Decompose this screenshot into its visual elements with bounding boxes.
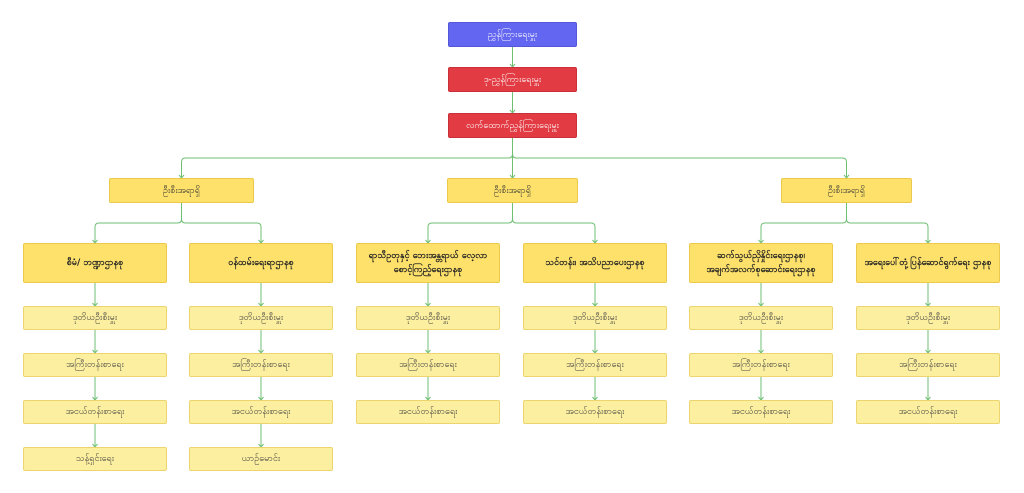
node-role[interactable]: အငယ်တန်းစာရေး: [189, 400, 333, 424]
node-role[interactable]: အငယ်တန်းစာရေး: [689, 400, 833, 424]
node-role[interactable]: ဒုတိယဦးစီးမှူး: [689, 306, 833, 330]
node-officer-1[interactable]: ဦးစီးအရာရှိ: [109, 178, 254, 203]
connector-line: [181, 138, 513, 178]
node-assistant-director[interactable]: လက်ထောက်ညွှန်ကြားရေးမှူး: [448, 113, 577, 138]
node-role[interactable]: အကြီးတန်းစာရေး: [856, 353, 1000, 377]
connector-line: [512, 203, 596, 243]
node-role[interactable]: အကြီးတန်းစာရေး: [689, 353, 833, 377]
node-officer-3[interactable]: ဦးစီးအရာရှိ: [781, 178, 912, 203]
node-role[interactable]: အကြီးတန်းစာရေး: [23, 353, 167, 377]
connector-line: [94, 203, 182, 243]
node-role[interactable]: အငယ်တန်းစာရေး: [856, 400, 1000, 424]
node-director[interactable]: ညွှန်ကြားရေးမှူး: [448, 22, 577, 47]
node-role[interactable]: အငယ်တန်းစာရေး: [23, 400, 167, 424]
node-role[interactable]: အငယ်တန်းစာရေး: [356, 400, 500, 424]
node-role[interactable]: သန့်ရှင်းရေး: [23, 447, 167, 471]
node-role[interactable]: အကြီးတန်းစာရေး: [523, 353, 667, 377]
node-role[interactable]: အကြီးတန်းစာရေး: [356, 353, 500, 377]
connector-line: [181, 203, 262, 243]
connector-line: [512, 138, 847, 178]
node-department[interactable]: အရေးပေါ်တုံ့ပြန်ဆောင်ရွက်ရေး ဌာနစု: [856, 243, 1000, 283]
node-role[interactable]: ဒုတိယဦးစီးမှူး: [23, 306, 167, 330]
node-role[interactable]: ဒုတိယဦးစီးမှူး: [356, 306, 500, 330]
node-department[interactable]: ဆက်သွယ်ညှိနှိုင်းရေးဌာနစု၊ အချက်အလက်စုဆေ…: [689, 243, 833, 283]
node-officer-2[interactable]: ဦးစီးအရာရှိ: [447, 178, 578, 203]
node-role[interactable]: ဒုတိယဦးစီးမှူး: [856, 306, 1000, 330]
node-department[interactable]: ဝန်ထမ်းရေးရာဌာနစု: [189, 243, 333, 283]
node-department[interactable]: စီမံ/ ဘဏ္ဍာဌာနစု: [23, 243, 167, 283]
connector-line: [427, 203, 513, 243]
node-role[interactable]: အကြီးတန်းစာရေး: [189, 353, 333, 377]
connector-line: [760, 203, 847, 243]
connector-line: [846, 203, 929, 243]
node-role[interactable]: အငယ်တန်းစာရေး: [523, 400, 667, 424]
node-role[interactable]: ဒုတိယဦးစီးမှူး: [523, 306, 667, 330]
node-department[interactable]: သင်တန်း၊ အသိပညာပေးဌာနစု: [523, 243, 667, 283]
node-deputy-director[interactable]: ဒု-ညွှန်ကြားရေးမှူး: [448, 67, 577, 92]
node-department[interactable]: ရာသီဥတုနှင့် ဘေးအန္တရာယ် လေ့လာစောင့်ကြည့…: [356, 243, 500, 283]
node-role[interactable]: ဒုတိယဦးစီးမှူး: [189, 306, 333, 330]
node-role[interactable]: ယာဉ်မောင်း: [189, 447, 333, 471]
